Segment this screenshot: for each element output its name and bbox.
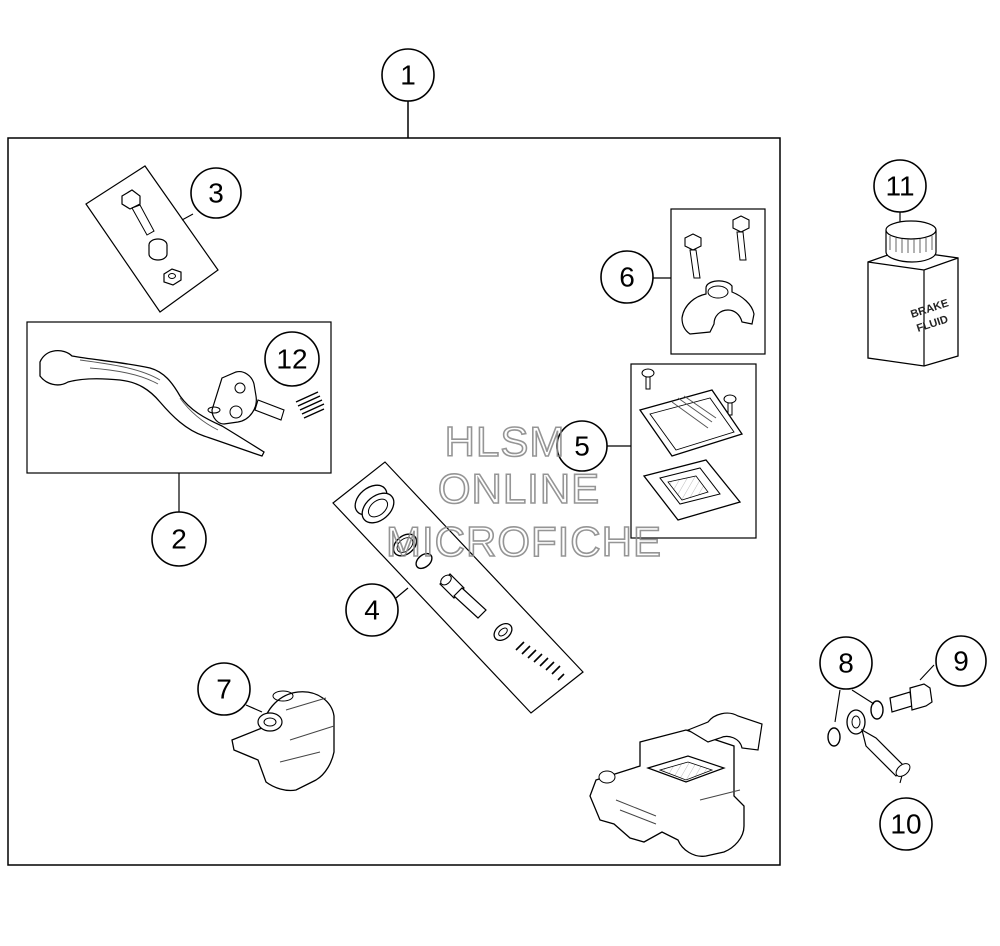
callout-8[interactable]: 8: [819, 636, 873, 690]
callout-1[interactable]: 1: [381, 48, 435, 102]
part-2-group: [26, 321, 332, 512]
seal-cup-icon: [354, 484, 395, 524]
diaphragm-icon: [642, 459, 742, 521]
callout-5-number: 5: [574, 431, 590, 462]
callout-10-number: 10: [890, 809, 921, 840]
callout-9[interactable]: 9: [935, 635, 987, 687]
callout-11-number: 11: [885, 171, 914, 202]
callout-8-number: 8: [838, 648, 854, 679]
callout-3[interactable]: 3: [190, 167, 242, 219]
banjo-fittings-group: [827, 664, 935, 784]
seal-ring-icon: [493, 622, 513, 642]
banjo-fitting-icon: [846, 709, 911, 777]
nut-icon: [163, 268, 182, 286]
master-cylinder-housing-icon: [589, 712, 763, 857]
callout-2-number: 2: [171, 524, 187, 555]
piston-icon: [439, 573, 487, 619]
sleeve-icon: [148, 238, 168, 261]
return-spring-icon: [515, 641, 565, 681]
part-4-group: [332, 461, 584, 714]
reservoir-cover-icon: [638, 389, 744, 457]
watermark-line-3: MICROFICHE: [386, 518, 662, 565]
clamp-bolt-icon: [684, 215, 750, 279]
washer-icon: [827, 700, 884, 747]
callout-11[interactable]: 11: [873, 159, 927, 213]
callout-12[interactable]: 12: [264, 331, 320, 387]
callout-4[interactable]: 4: [345, 583, 399, 637]
brake-fluid-bottle-icon: [867, 220, 959, 367]
adjuster-spring-icon: [295, 391, 325, 419]
callout-5[interactable]: 5: [556, 420, 608, 472]
lever-icon: [39, 350, 285, 457]
part-3-group: [85, 165, 219, 313]
dust-cover-icon: [231, 690, 335, 792]
callout-1-number: 1: [400, 60, 416, 91]
clamp-icon: [681, 280, 755, 335]
callout-4-number: 4: [364, 595, 380, 626]
callout-9-number: 9: [953, 646, 969, 677]
bolt-icon: [121, 189, 155, 236]
watermark-line-2: ONLINE: [438, 465, 600, 512]
part-11-group: BRAKE FLUID: [867, 212, 959, 367]
part-7-group: [231, 690, 335, 792]
watermark-line-1: HLSM: [445, 418, 566, 465]
washer-icon: [415, 552, 433, 570]
callout-7-number: 7: [216, 674, 232, 705]
assembly-frame: [7, 101, 781, 866]
watermark: HLSM ONLINE MICROFICHE: [385, 417, 662, 566]
callout-3-number: 3: [208, 178, 224, 209]
part-5-group: [607, 363, 757, 539]
callout-6-number: 6: [619, 262, 635, 293]
cap-screw-icon: [641, 368, 737, 416]
callout-10[interactable]: 10: [879, 797, 933, 851]
callout-6[interactable]: 6: [600, 250, 654, 304]
circlip-icon: [392, 533, 418, 557]
callout-2[interactable]: 2: [151, 511, 207, 567]
part-6-group: [653, 208, 766, 355]
callout-7[interactable]: 7: [197, 662, 251, 716]
callout-12-number: 12: [276, 344, 307, 375]
banjo-bolt-icon: [889, 683, 933, 713]
